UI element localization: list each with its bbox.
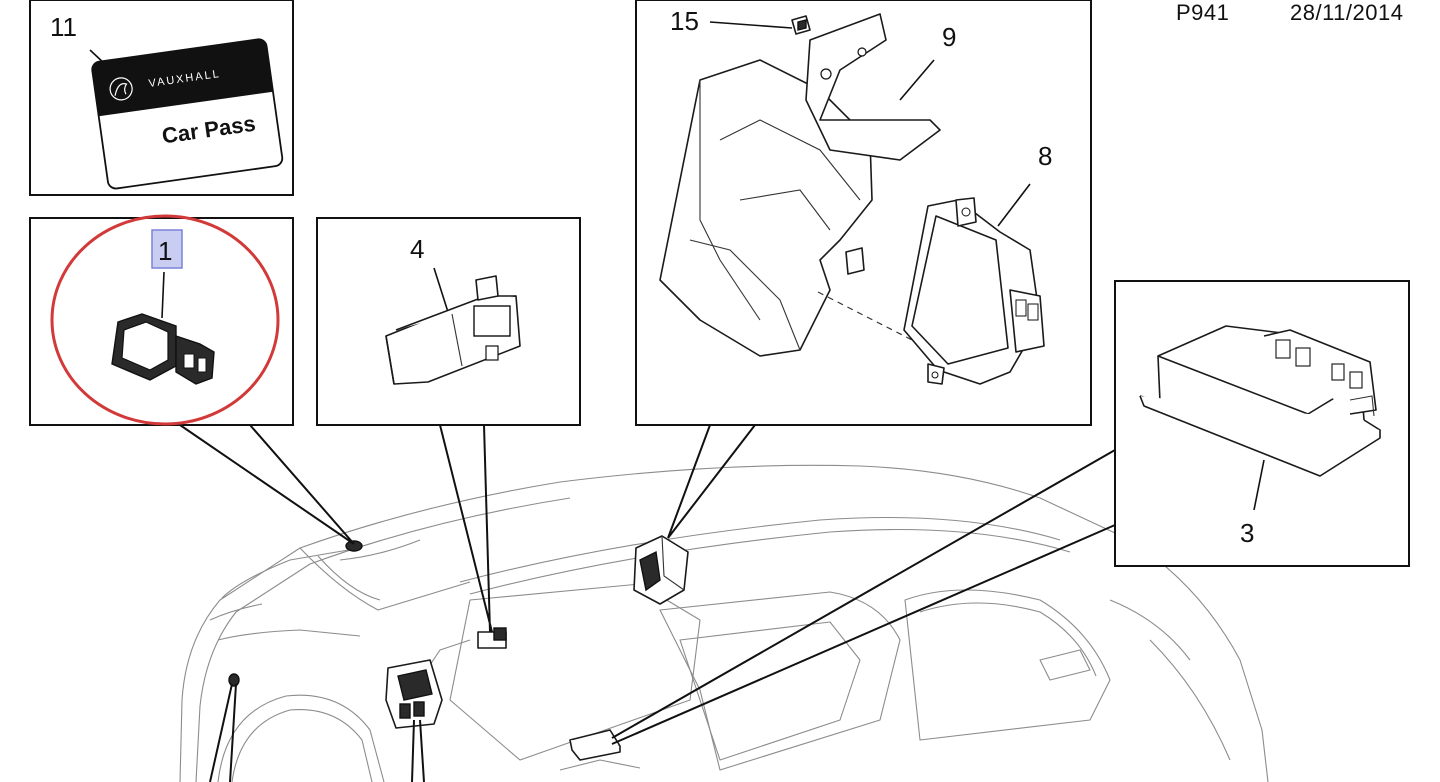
callout-9: 9 xyxy=(942,22,956,52)
module-4-location-marker xyxy=(477,627,507,649)
callout-11: 11 xyxy=(50,12,77,42)
relay-location-marker xyxy=(345,540,363,552)
relay-part xyxy=(111,313,215,385)
page-date: 28/11/2014 xyxy=(1290,0,1404,25)
fuse-box-location-marker xyxy=(385,659,443,729)
module-3-location-marker xyxy=(569,729,621,761)
callout-8: 8 xyxy=(1038,141,1052,171)
panel-relay[interactable]: 1 xyxy=(29,214,294,426)
nut-part xyxy=(791,15,811,35)
bumper-sensor-marker xyxy=(228,673,240,687)
car-location-markers xyxy=(228,535,689,761)
pointer-lines xyxy=(179,424,1116,782)
module-3-part xyxy=(1139,325,1381,477)
panel-module-3[interactable]: 3 xyxy=(1114,280,1410,567)
module-8-part xyxy=(903,197,1045,385)
griffin-logo-icon xyxy=(109,77,133,101)
selection-ring xyxy=(50,214,280,426)
car-outline xyxy=(179,464,1269,782)
page-code: P941 xyxy=(1176,0,1230,25)
callout-1: 1 xyxy=(158,236,172,266)
callout-3: 3 xyxy=(1240,518,1254,548)
callout-15: 15 xyxy=(670,6,699,36)
module-4-part xyxy=(385,275,521,385)
callout-4: 4 xyxy=(410,234,424,264)
bracket-part xyxy=(659,13,941,357)
panel-car-pass[interactable]: 11 VAUXHALL Car Pass xyxy=(29,0,294,196)
selected-callout-box xyxy=(151,229,183,269)
panel-module-4[interactable]: 4 xyxy=(316,217,581,426)
bracket-location-marker xyxy=(633,535,689,605)
panel-bracket-module[interactable]: 15 9 8 xyxy=(635,0,1092,426)
